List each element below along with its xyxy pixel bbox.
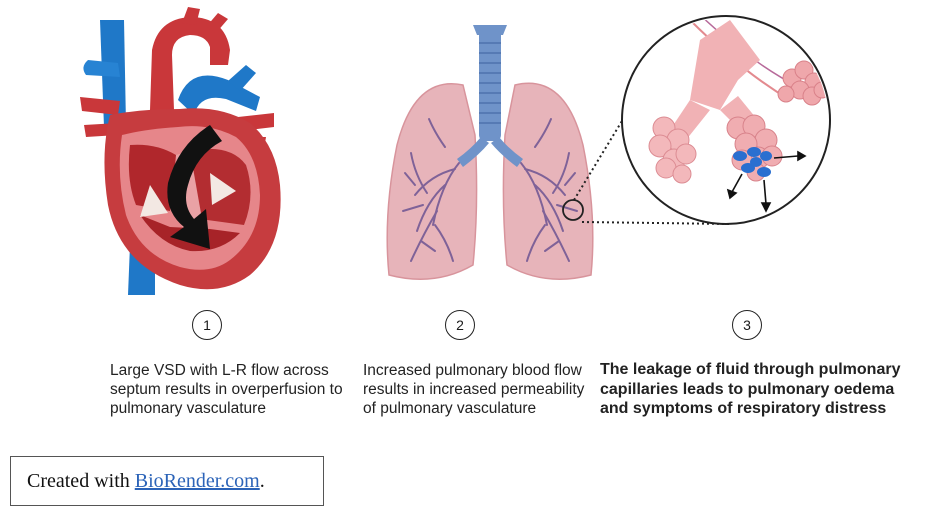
biorender-link[interactable]: BioRender.com bbox=[135, 470, 260, 493]
heart-cross-section-icon bbox=[60, 5, 320, 305]
alveoli-magnified-icon bbox=[560, 0, 860, 240]
step-2-number: 2 bbox=[445, 310, 475, 340]
step-2-caption: Increased pulmonary blood flow results i… bbox=[363, 361, 585, 418]
credit-suffix: . bbox=[260, 470, 265, 493]
step-1-caption: Large VSD with L-R flow across septum re… bbox=[110, 361, 350, 418]
step-3-caption: The leakage of fluid through pulmonary c… bbox=[600, 360, 910, 419]
step-1-number: 1 bbox=[192, 310, 222, 340]
credit-prefix: Created with bbox=[27, 470, 130, 493]
credit-box: Created with BioRender.com . bbox=[10, 456, 324, 506]
step-3-number: 3 bbox=[732, 310, 762, 340]
